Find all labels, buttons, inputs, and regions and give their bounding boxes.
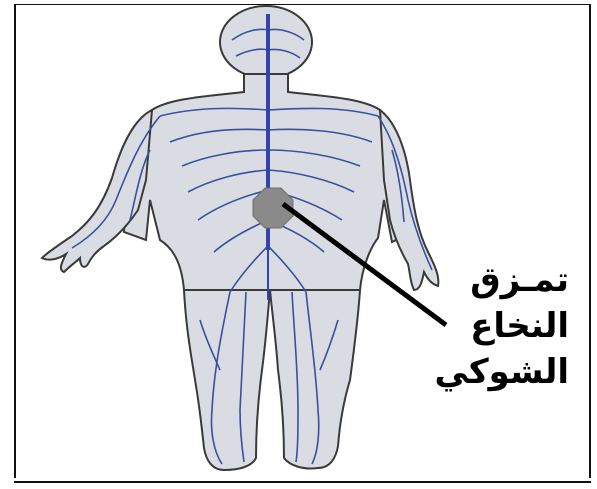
left-leg <box>184 290 270 470</box>
left-arm <box>42 110 152 272</box>
label-spinal: النخاع <box>419 304 569 348</box>
label-rupture: تمـزق <box>419 258 569 302</box>
label-cord: الشوكي <box>419 350 569 394</box>
